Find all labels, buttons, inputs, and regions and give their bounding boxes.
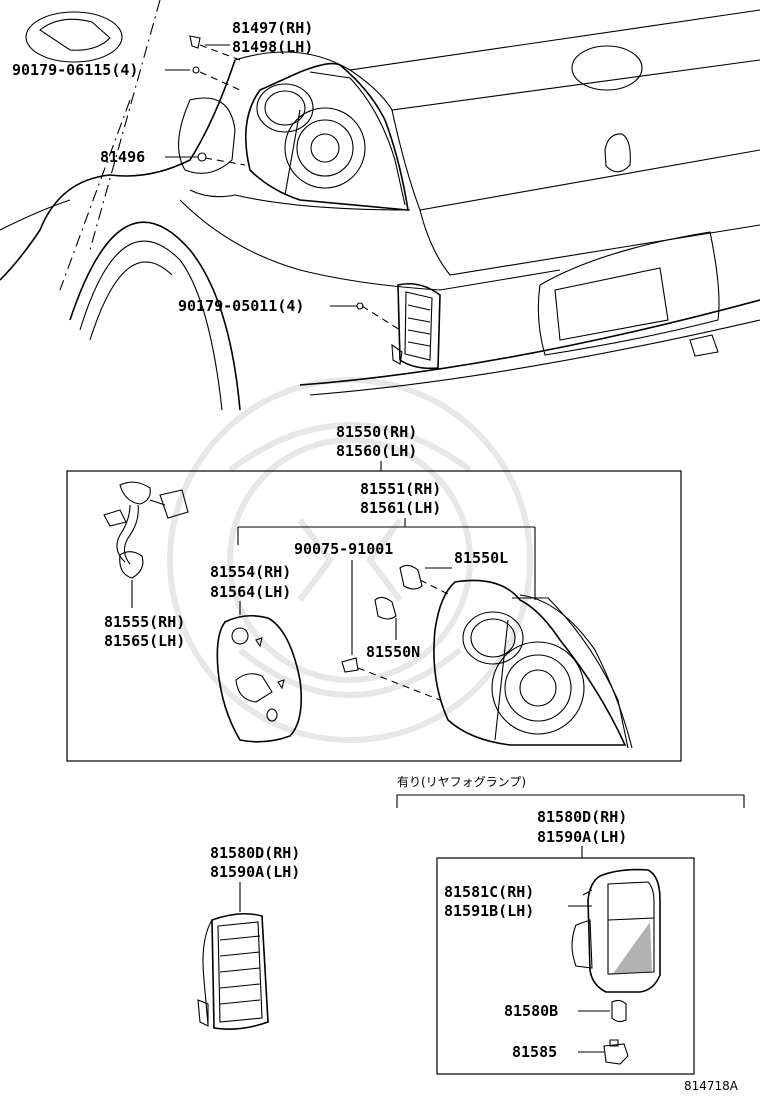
- reflector-installed: [391, 282, 441, 370]
- rear-reflector-lens: [197, 912, 269, 1030]
- label-81580D-left: 81580D(RH): [210, 844, 300, 862]
- car-rear-body: [0, 0, 760, 411]
- reflector-shading: [612, 922, 652, 975]
- label-81565: 81565(LH): [104, 632, 185, 650]
- label-81555: 81555(RH): [104, 613, 185, 631]
- socket-81585-icon: [603, 1039, 629, 1065]
- label-81590A-left: 81590A(LH): [210, 863, 300, 881]
- lamp-gasket: [216, 614, 303, 743]
- tail-lamp-unit: [433, 579, 633, 749]
- fog-lamp-note: 有り(リヤフォグランプ): [397, 775, 526, 789]
- fog-lamp-unit: [571, 868, 661, 993]
- label-81561: 81561(LH): [360, 499, 441, 517]
- label-81585: 81585: [512, 1043, 557, 1061]
- nut-icon: [356, 302, 364, 310]
- socket-wire-harness: [103, 481, 189, 579]
- fog-lamp-assembly-box: [436, 857, 695, 1075]
- bulb-81580B-icon: [611, 999, 627, 1023]
- label-81590A-right: 81590A(LH): [537, 828, 627, 846]
- label-81580D-right: 81580D(RH): [537, 808, 627, 826]
- screw-icon: [341, 657, 441, 701]
- label-81554: 81554(RH): [210, 563, 291, 581]
- label-90179-06115: 90179-06115(4): [12, 61, 138, 79]
- fuel-cap-outline: [25, 11, 123, 63]
- tail-lamp-assembly-box: [66, 470, 682, 762]
- label-90179-05011: 90179-05011(4): [178, 297, 304, 315]
- bulb-81550N-icon: [374, 596, 397, 640]
- label-81551: 81551(RH): [360, 480, 441, 498]
- tail-lamp-installed: [245, 62, 409, 211]
- bulb-81550L-icon: [399, 564, 451, 596]
- label-81550N: 81550N: [366, 643, 420, 661]
- label-81591B: 81591B(LH): [444, 902, 534, 920]
- label-81580B: 81580B: [504, 1002, 558, 1020]
- diagram-code: 814718A: [684, 1079, 739, 1093]
- label-81560: 81560(LH): [336, 442, 417, 460]
- label-81581C: 81581C(RH): [444, 883, 534, 901]
- label-81550: 81550(RH): [336, 423, 417, 441]
- label-90075-91001: 90075-91001: [294, 540, 393, 558]
- label-81564: 81564(LH): [210, 583, 291, 601]
- label-81496: 81496: [100, 148, 145, 166]
- label-81498: 81498(LH): [232, 38, 313, 56]
- label-81497: 81497(RH): [232, 19, 313, 37]
- label-81550L: 81550L: [454, 549, 508, 567]
